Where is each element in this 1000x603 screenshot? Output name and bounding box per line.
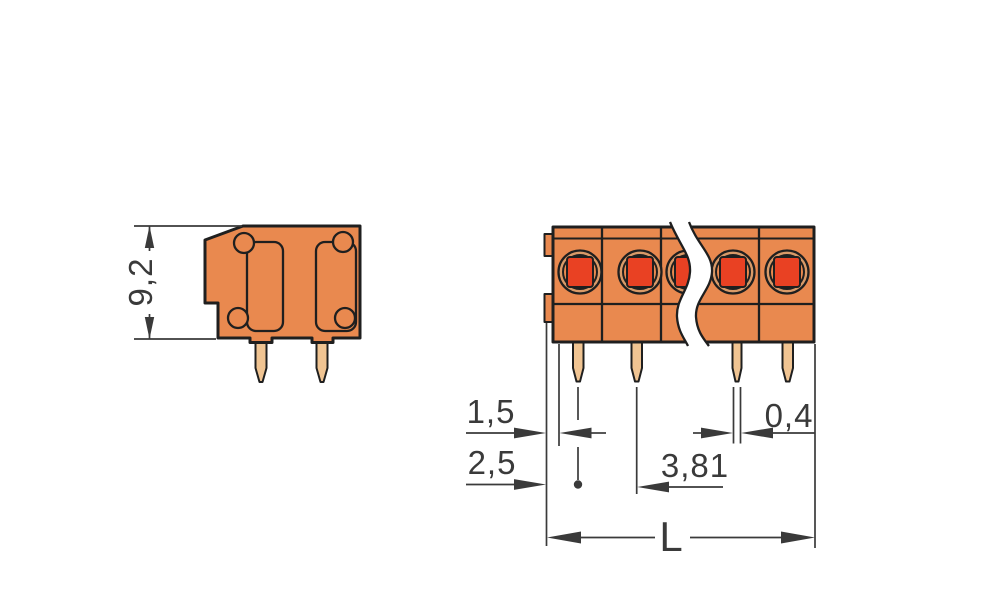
break-line — [668, 221, 714, 347]
side-hole — [232, 231, 256, 255]
dimension-length: L — [547, 513, 815, 560]
clamp-cell-4 — [710, 249, 756, 295]
dim-3-81-label: 3,81 — [661, 447, 729, 484]
dimension-height: 9,2 — [122, 225, 242, 340]
dimension-3-81: 3,81 — [637, 447, 729, 493]
pin1-center-marker — [573, 480, 583, 489]
dim-0-4-label: 0,4 — [765, 397, 814, 434]
dim-1-5-label: 1,5 — [467, 393, 516, 430]
side-hole — [226, 306, 250, 330]
side-hole — [331, 230, 355, 254]
clamp-cell-5 — [764, 249, 810, 295]
front-view — [543, 221, 816, 383]
dimension-lines: 1,5 0,4 2,5 3,81 L — [466, 323, 816, 560]
dimension-2-5: 2,5 — [466, 444, 546, 490]
dimension-1-5: 1,5 — [466, 393, 606, 439]
clamp-cell-1 — [557, 249, 603, 295]
height-dimension-label: 9,2 — [122, 258, 159, 307]
side-hole — [333, 306, 357, 330]
dim-2-5-label: 2,5 — [468, 444, 517, 481]
side-window-left — [245, 240, 285, 333]
dim-length-label: L — [659, 513, 682, 560]
clamp-cell-2 — [617, 249, 663, 295]
side-view — [203, 224, 362, 383]
dimension-0-4: 0,4 — [693, 397, 815, 439]
